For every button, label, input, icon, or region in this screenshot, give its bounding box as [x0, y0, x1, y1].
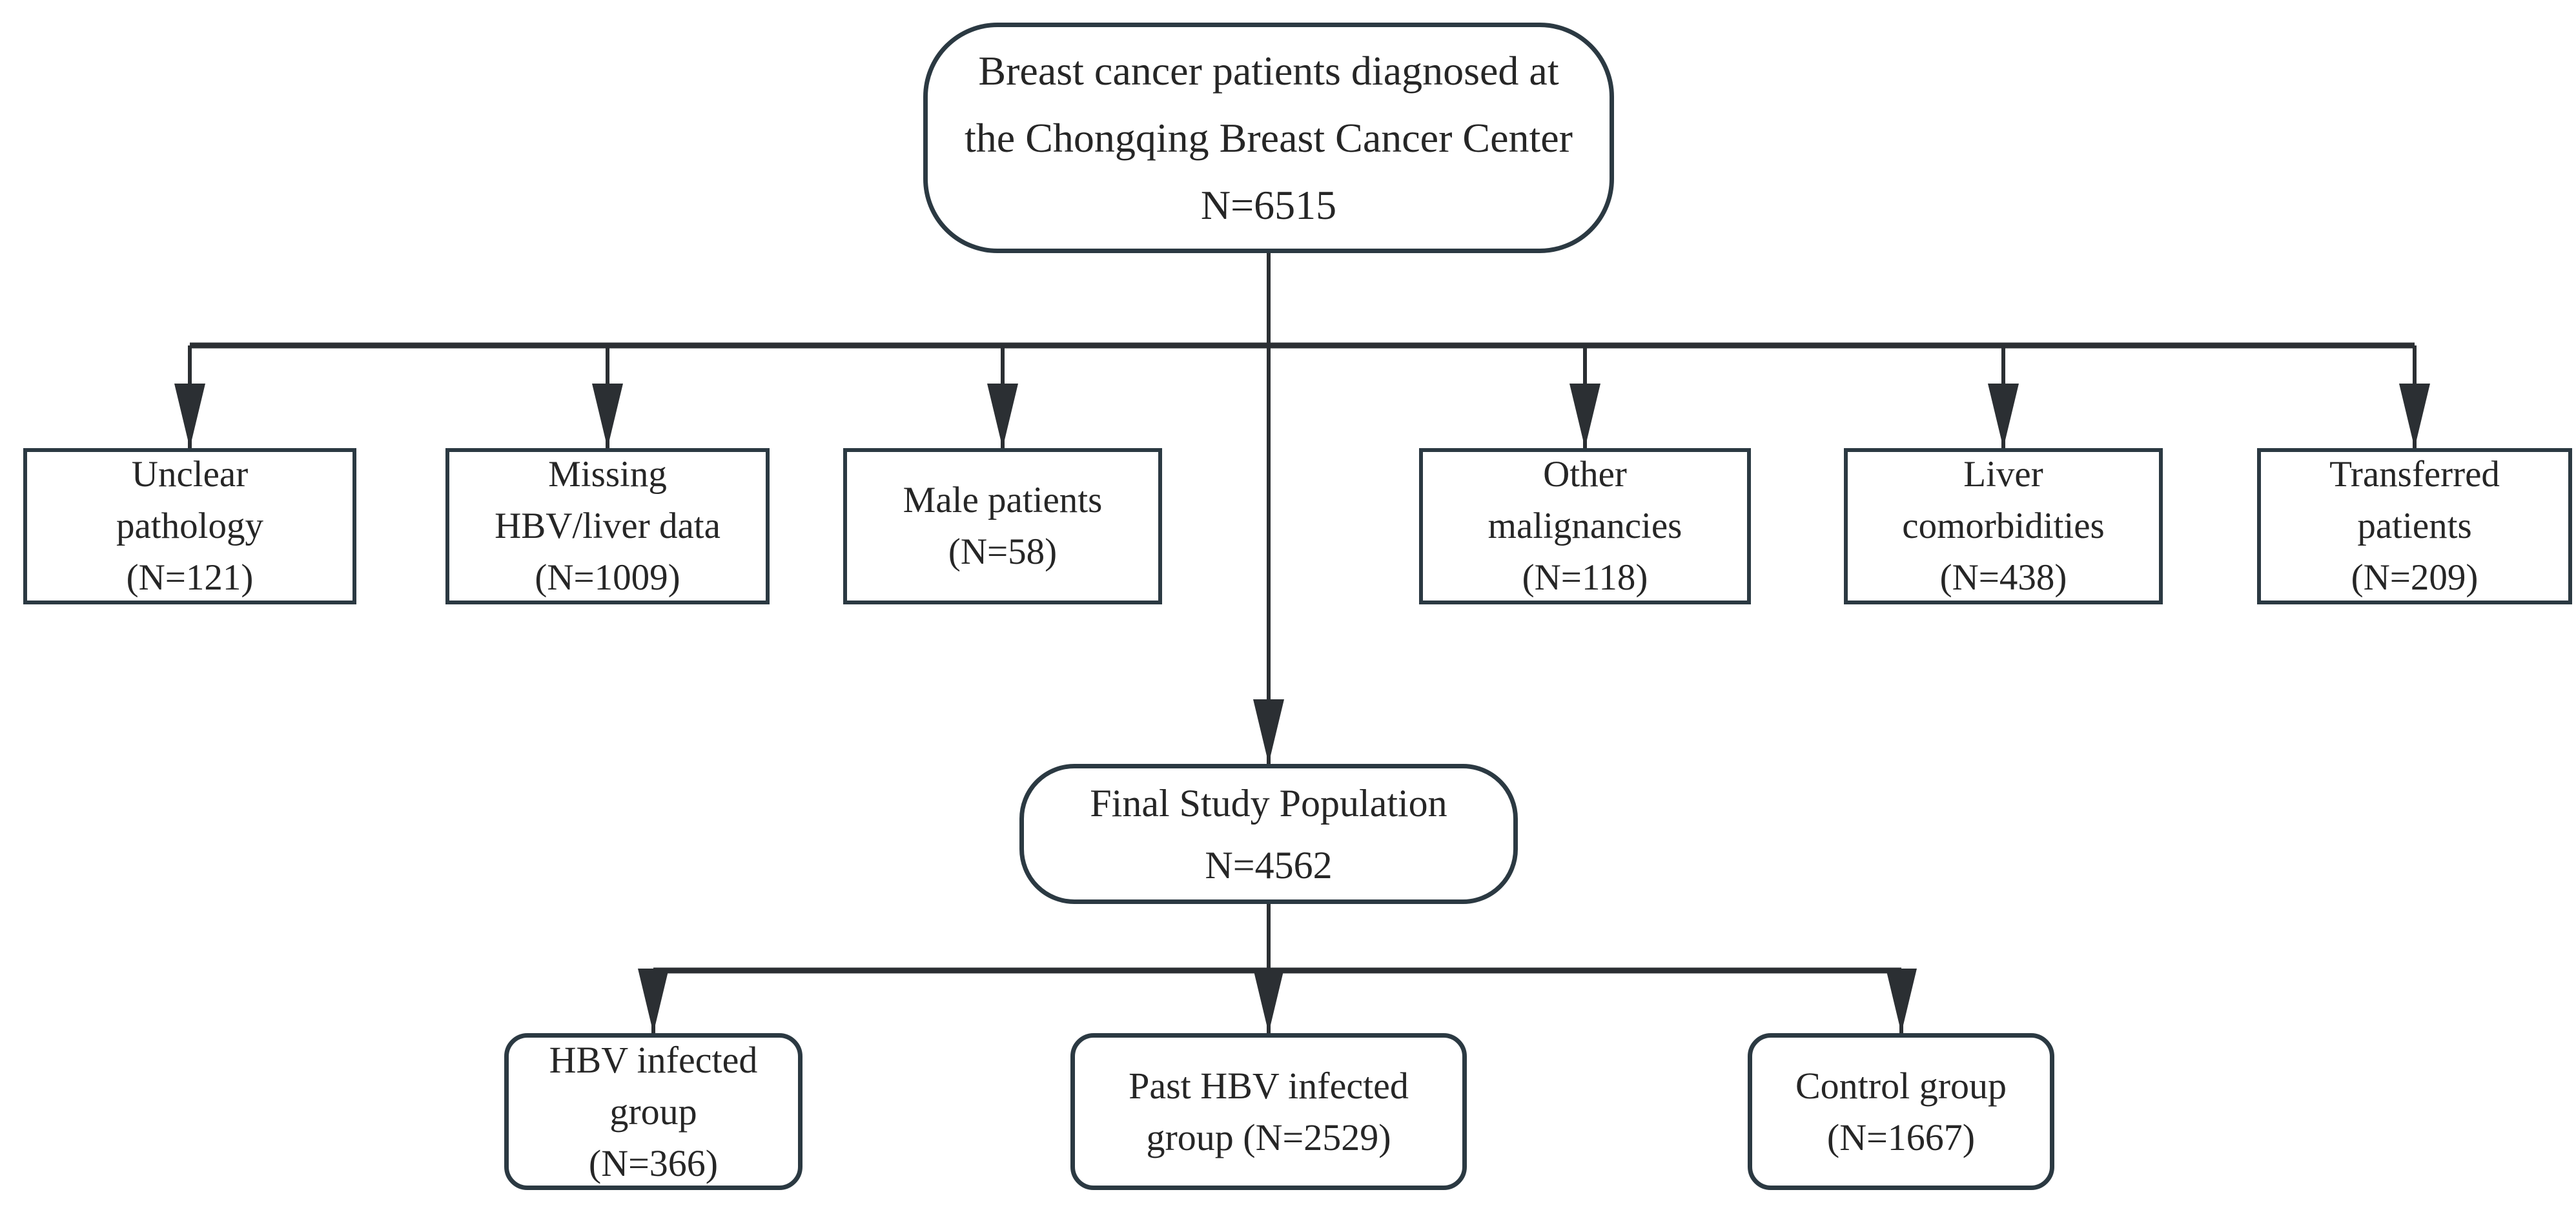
node-group-past-hbv-infected: Past HBV infected group (N=2529) — [1070, 1033, 1467, 1190]
node-group-hbv-infected: HBV infected group (N=366) — [504, 1033, 802, 1190]
group-branch-lines — [638, 904, 1917, 1033]
node-final-population: Final Study Population N=4562 — [1019, 764, 1518, 904]
node-exclusion-missing-hbv-liver-data: Missing HBV/liver data (N=1009) — [445, 448, 770, 604]
node-group-control: Control group (N=1667) — [1748, 1033, 2054, 1190]
node-exclusion-unclear-pathology: Unclear pathology (N=121) — [23, 448, 356, 604]
node-exclusion-male-patients: Male patients (N=58) — [843, 448, 1162, 604]
node-exclusion-liver-comorbidities: Liver comorbidities (N=438) — [1844, 448, 2163, 604]
node-source: Breast cancer patients diagnosed at the … — [923, 23, 1614, 253]
node-exclusion-transferred-patients: Transferred patients (N=209) — [2257, 448, 2572, 604]
node-exclusion-other-malignancies: Other malignancies (N=118) — [1419, 448, 1751, 604]
exclusion-branch-lines — [174, 342, 2430, 448]
